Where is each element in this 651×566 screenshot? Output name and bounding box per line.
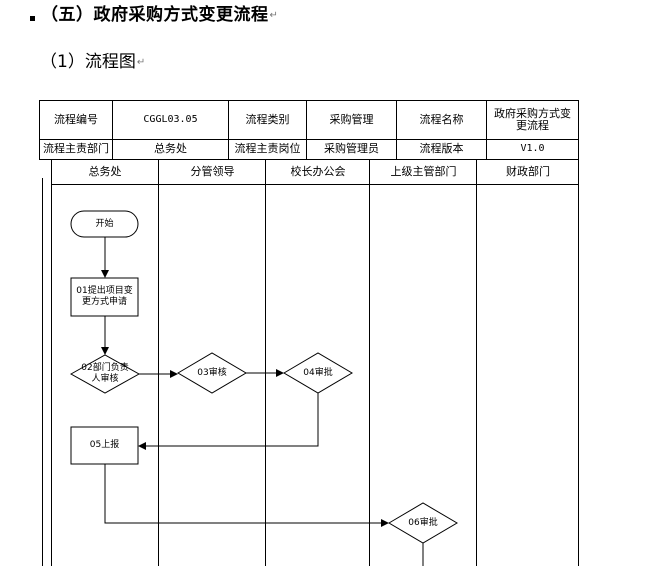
value-responsible-post: 采购管理员 <box>306 138 397 161</box>
swimlane-flowchart: 总务处 分管领导 校长办公会 上级主管部门 财政部门 开始 01提出项目变更方式… <box>51 160 579 566</box>
label-process-category: 流程类别 <box>228 100 307 140</box>
process-box-01 <box>70 277 139 317</box>
decision-06 <box>388 502 458 544</box>
decision-04 <box>283 352 353 394</box>
value-process-version: V1.0 <box>486 138 579 161</box>
label-process-name: 流程名称 <box>396 100 487 140</box>
sub-heading: （1）流程图 <box>40 51 136 72</box>
node-04-label: 04审批 <box>303 367 333 378</box>
connector-04-05 <box>138 393 319 450</box>
node-06-label: 06审批 <box>408 517 438 528</box>
flowchart-canvas <box>51 160 579 566</box>
lane-header-superior-dept: 上级主管部门 <box>390 165 457 178</box>
paragraph-mark-icon: ↵ <box>136 56 146 68</box>
node-01-label: 01提出项目变更方式申请 <box>76 286 133 307</box>
process-box-05 <box>70 426 139 465</box>
node-start-label: 开始 <box>95 218 114 229</box>
value-process-number: CGGL03.05 <box>112 100 229 140</box>
table-row: 流程编号 CGGL03.05 流程类别 采购管理 流程名称 政府采购方式变更流程 <box>39 100 579 140</box>
table-row: 流程主责部门 总务处 流程主责岗位 采购管理员 流程版本 V1.0 <box>39 138 579 161</box>
lane-header-finance-dept: 财政部门 <box>506 165 550 178</box>
connector-05-06 <box>104 464 389 527</box>
label-responsible-dept: 流程主责部门 <box>39 138 113 161</box>
value-responsible-dept: 总务处 <box>112 138 229 161</box>
node-03-label: 03审核 <box>197 367 227 378</box>
section-heading: （五）政府采购方式变更流程 <box>41 4 269 25</box>
lane-header-general-affairs: 总务处 <box>88 165 122 178</box>
node-05-label: 05上报 <box>89 440 120 450</box>
bullet-mark <box>30 15 35 21</box>
value-process-category: 采购管理 <box>306 100 397 140</box>
node-02-label: 02部门负责人审核 <box>81 363 129 384</box>
process-info-table: 流程编号 CGGL03.05 流程类别 采购管理 流程名称 政府采购方式变更流程… <box>39 100 579 161</box>
label-process-number: 流程编号 <box>39 100 113 140</box>
label-process-version: 流程版本 <box>396 138 487 161</box>
lane-header-leader: 分管领导 <box>190 165 235 178</box>
heading-row: （五）政府采购方式变更流程 ↵ <box>30 0 278 25</box>
margin-line <box>42 178 43 566</box>
subheading-row: （1）流程图 ↵ <box>40 46 145 72</box>
label-responsible-post: 流程主责岗位 <box>228 138 307 161</box>
paragraph-mark-icon: ↵ <box>269 9 278 21</box>
value-process-name: 政府采购方式变更流程 <box>486 100 579 140</box>
lane-header-principal-office: 校长办公会 <box>290 165 346 178</box>
